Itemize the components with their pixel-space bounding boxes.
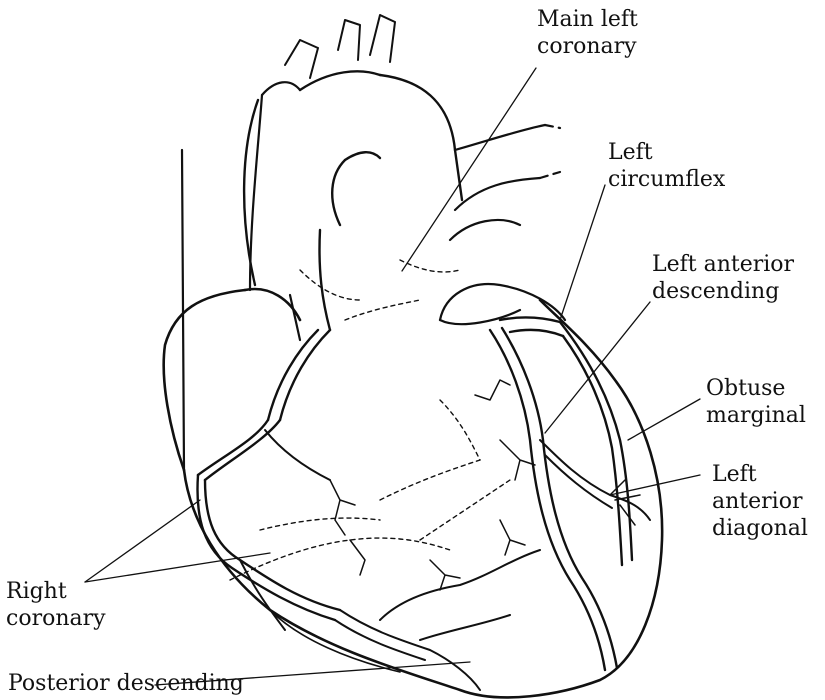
label-posterior-descending: Posterior descending xyxy=(8,670,244,697)
label-left-anterior-diagonal: Left anterior diagonal xyxy=(712,461,808,542)
pulmonary-trunk xyxy=(450,125,560,240)
label-main-left-coronary: Main left coronary xyxy=(537,6,638,60)
label-left-anterior-descending: Left anterior descending xyxy=(652,251,794,305)
label-obtuse-marginal: Obtuse marginal xyxy=(706,375,806,429)
aorta xyxy=(244,15,462,330)
label-right-coronary: Right coronary xyxy=(6,578,106,632)
left-anterior-diagonal-artery xyxy=(540,440,650,525)
posterior-vessels-dashed xyxy=(230,260,510,580)
branch-tufts xyxy=(330,380,535,590)
left-circumflex-artery xyxy=(500,317,632,565)
label-left-circumflex: Left circumflex xyxy=(608,139,725,193)
right-coronary-artery xyxy=(197,330,340,630)
heart-outline xyxy=(164,289,662,697)
